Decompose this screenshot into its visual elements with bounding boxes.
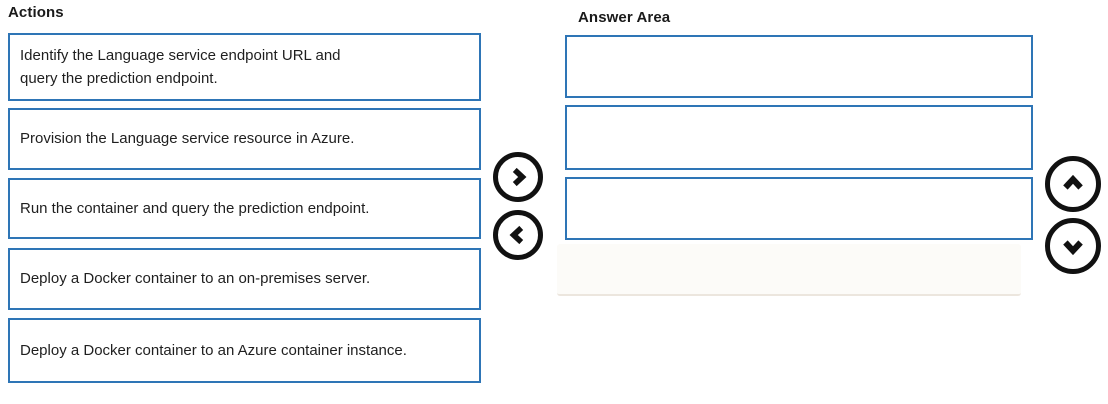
answer-slot-3[interactable] <box>565 177 1033 240</box>
action-item-label: Deploy a Docker container to an on-premi… <box>20 270 371 288</box>
action-item-label: Provision the Language service resource … <box>20 130 355 148</box>
answer-area-title: Answer Area <box>578 9 671 26</box>
move-left-button[interactable] <box>493 210 543 260</box>
actions-title: Actions <box>8 4 64 21</box>
empty-slot-placeholder <box>557 244 1021 296</box>
action-item-label: Run the container and query the predicti… <box>20 199 370 217</box>
action-item-label: Deploy a Docker container to an Azure co… <box>20 341 407 359</box>
chevron-up-icon <box>1059 170 1087 198</box>
move-up-button[interactable] <box>1045 156 1101 212</box>
action-item-deploy-onpremises[interactable]: Deploy a Docker container to an on-premi… <box>8 248 481 310</box>
action-item-run-container[interactable]: Run the container and query the predicti… <box>8 178 481 239</box>
action-item-deploy-azure-instance[interactable]: Deploy a Docker container to an Azure co… <box>8 318 481 383</box>
chevron-right-icon <box>505 164 531 190</box>
answer-slot-2[interactable] <box>565 105 1033 170</box>
action-item-provision-resource[interactable]: Provision the Language service resource … <box>8 108 481 170</box>
chevron-left-icon <box>505 222 531 248</box>
move-right-button[interactable] <box>493 152 543 202</box>
action-item-label: Identify the Language service endpoint U… <box>20 46 341 87</box>
chevron-down-icon <box>1059 232 1087 260</box>
action-item-identify-endpoint[interactable]: Identify the Language service endpoint U… <box>8 33 481 101</box>
move-down-button[interactable] <box>1045 218 1101 274</box>
answer-slot-1[interactable] <box>565 35 1033 98</box>
